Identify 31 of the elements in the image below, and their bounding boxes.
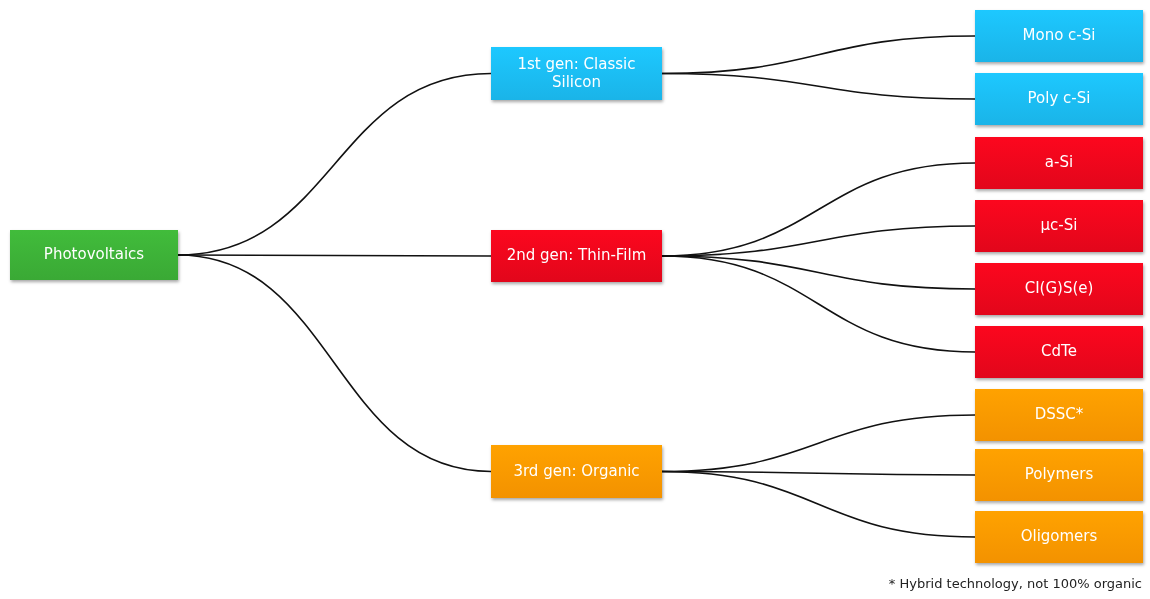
connector-line [661, 470, 976, 538]
node-label: µc-Si [1040, 217, 1078, 235]
category-box [491, 230, 662, 282]
node-label: Poly c-Si [1027, 90, 1091, 108]
node-label: Polymers [1024, 466, 1094, 484]
category-box [975, 449, 1143, 501]
node-label: DSSC* [1034, 406, 1084, 424]
category-box [491, 47, 662, 100]
node-label: 1st gen: Classic Silicon [516, 56, 637, 91]
node-label: CI(G)S(e) [1024, 280, 1094, 298]
footnote: * Hybrid technology, not 100% organic [888, 576, 1142, 591]
category-box [975, 263, 1143, 315]
node-label: Photovoltaics [43, 246, 145, 264]
node-label: Mono c-Si [1022, 27, 1096, 45]
connector-line [661, 255, 976, 353]
category-box [10, 230, 178, 280]
node-label: CdTe [1041, 343, 1077, 361]
connector-line [177, 254, 492, 473]
category-box [975, 137, 1143, 189]
connector-line [661, 72, 976, 100]
category-box [975, 511, 1143, 563]
node-label: 3rd gen: Organic [513, 462, 640, 481]
category-box [975, 389, 1143, 441]
node-label: a-Si [1044, 154, 1074, 172]
category-box [491, 445, 662, 498]
node-label: 2nd gen: Thin-Film [506, 247, 647, 265]
category-box [975, 326, 1143, 378]
category-box [975, 73, 1143, 125]
node-label: Oligomers [1020, 528, 1098, 546]
category-box [975, 200, 1143, 252]
category-box [975, 10, 1143, 62]
